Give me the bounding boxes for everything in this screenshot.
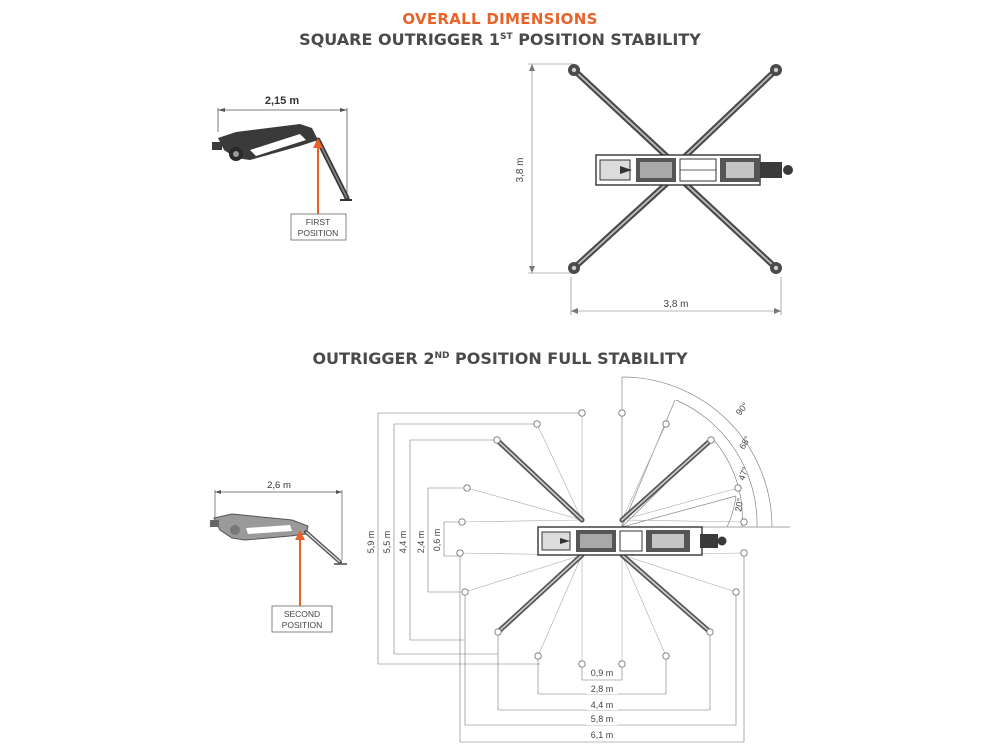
height-label-4-4: 4,4 m — [398, 531, 408, 554]
side-width-label-2: 2,6 m — [267, 480, 291, 491]
side-view-first-position: 2,15 m FIRST POSITION — [212, 95, 352, 241]
section2-title: OUTRIGGER 2ND POSITION FULL STABILITY — [312, 349, 688, 368]
angle-label-90: 90° — [734, 400, 751, 417]
height-label-5-5: 5,5 m — [382, 531, 392, 554]
height-label-2-4: 2,4 m — [416, 531, 426, 554]
side-width-label-1: 2,15 m — [265, 95, 299, 107]
outrigger-arm-side-1 — [212, 124, 352, 201]
height-brackets — [377, 412, 582, 665]
first-position-label-line2: POSITION — [298, 228, 339, 238]
angle-label-20: 20° — [733, 497, 745, 513]
height-label-0-6: 0,6 m — [432, 529, 442, 552]
top-view-first-position: 3,8 m 3,8 m — [515, 63, 793, 315]
angle-label-68: 68° — [737, 434, 753, 451]
page-title: OVERALL DIMENSIONS — [402, 10, 598, 28]
top-height-label-1: 3,8 m — [515, 157, 526, 182]
width-label-4-4: 4,4 m — [591, 700, 614, 710]
outrigger-arm-side-2 — [210, 513, 347, 565]
section1-title: SQUARE OUTRIGGER 1ST POSITION STABILITY — [299, 30, 701, 49]
second-position-label-line2: POSITION — [282, 620, 323, 630]
width-label-boxes — [586, 667, 618, 741]
first-position-label-line1: FIRST — [306, 217, 331, 227]
width-label-2-8: 2,8 m — [591, 684, 614, 694]
top-view-second-position: 90° 68° 47° 20° 5,9 m 5,5 m 4,4 m 2,4 m … — [366, 376, 790, 743]
angle-label-47: 47° — [736, 465, 750, 482]
machine-body-top-1 — [595, 154, 793, 186]
top-width-label-1: 3,8 m — [663, 299, 688, 310]
machine-body-top-2 — [537, 526, 727, 556]
width-label-6-1: 6,1 m — [591, 730, 614, 740]
outrigger-legs-1 — [568, 64, 782, 274]
outrigger-legs-2 — [494, 437, 714, 635]
height-label-5-9: 5,9 m — [366, 531, 376, 554]
width-label-5-8: 5,8 m — [591, 714, 614, 724]
side-view-second-position: 2,6 m SECOND POSITION — [210, 480, 347, 633]
width-label-0-9: 0,9 m — [591, 668, 614, 678]
outrigger-endpoints — [456, 409, 748, 668]
angle-arcs — [621, 376, 790, 528]
second-position-label-line1: SECOND — [284, 609, 320, 619]
